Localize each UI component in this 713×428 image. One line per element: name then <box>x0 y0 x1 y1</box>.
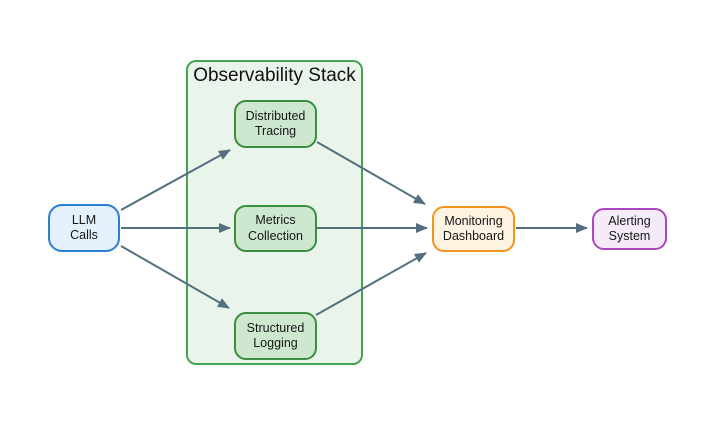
node-distributed-tracing: Distributed Tracing <box>234 100 317 148</box>
node-monitoring-dashboard: Monitoring Dashboard <box>432 206 515 252</box>
node-alerting-system-label: Alerting System <box>608 213 651 243</box>
node-metrics-collection: Metrics Collection <box>234 205 317 252</box>
node-llm-calls: LLM Calls <box>48 204 120 252</box>
node-structured-logging-label: Structured Logging <box>246 320 305 350</box>
node-monitoring-dashboard-label: Monitoring Dashboard <box>442 213 505 243</box>
node-metrics-collection-label: Metrics Collection <box>248 213 303 243</box>
node-llm-calls-label: LLM Calls <box>70 212 98 242</box>
node-structured-logging: Structured Logging <box>234 312 317 360</box>
node-alerting-system: Alerting System <box>592 208 667 250</box>
node-distributed-tracing-label: Distributed Tracing <box>245 108 306 138</box>
observability-stack-title: Observability Stack <box>193 65 356 86</box>
